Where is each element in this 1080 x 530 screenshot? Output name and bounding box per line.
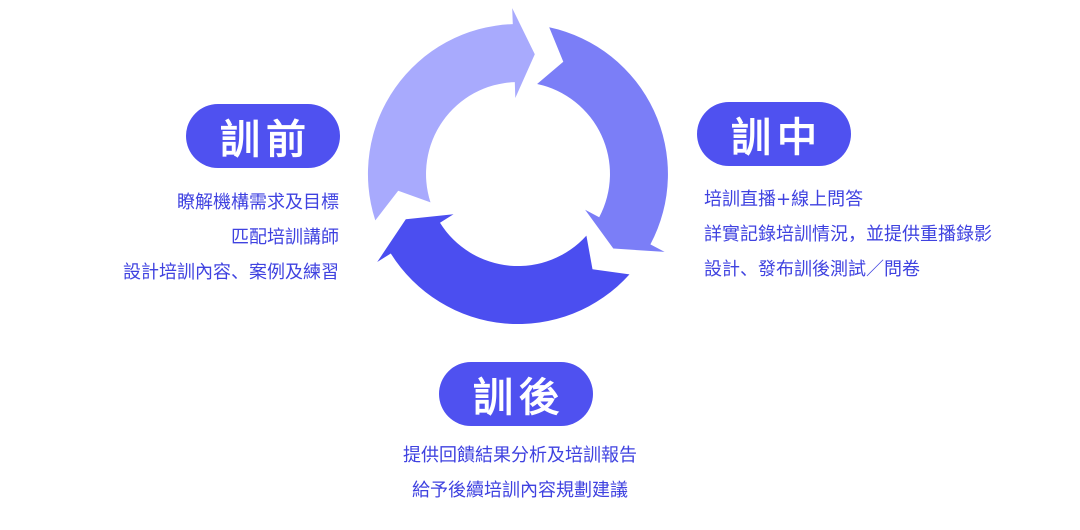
cycle-arrow-before — [367, 8, 535, 221]
stage-after-badge: 訓後 — [439, 362, 593, 426]
stage-during-list: 培訓直播+線上問答 詳實記錄培訓情況，並提供重播錄影 設計、發布訓後測試／問卷 — [704, 182, 992, 287]
stage-before-label: 訓前 — [220, 117, 312, 163]
stage-before-badge: 訓前 — [186, 104, 340, 168]
cycle-arrow-after — [377, 214, 630, 325]
stage-after-list: 提供回饋結果分析及培訓報告 給予後續培訓內容規劃建議 — [370, 438, 670, 508]
stage-during-badge: 訓中 — [697, 102, 851, 166]
stage-after-label: 訓後 — [473, 375, 565, 421]
stage-after-item: 提供回饋結果分析及培訓報告 — [403, 445, 637, 466]
stage-before-item: 匹配培訓講師 — [231, 227, 339, 248]
stage-before-item: 設計培訓內容、案例及練習 — [123, 262, 339, 283]
stage-after-item: 給予後續培訓內容規劃建議 — [412, 480, 628, 501]
stage-before-item: 瞭解機構需求及目標 — [177, 192, 339, 213]
stage-before-list: 瞭解機構需求及目標 匹配培訓講師 設計培訓內容、案例及練習 — [123, 185, 339, 290]
stage-during-label: 訓中 — [731, 115, 823, 161]
stage-during-item: 詳實記錄培訓情況，並提供重播錄影 — [704, 224, 992, 245]
stage-during-item: 培訓直播+線上問答 — [704, 189, 864, 210]
cycle-arrow-during — [537, 27, 668, 252]
stage-during-item: 設計、發布訓後測試／問卷 — [704, 259, 920, 280]
